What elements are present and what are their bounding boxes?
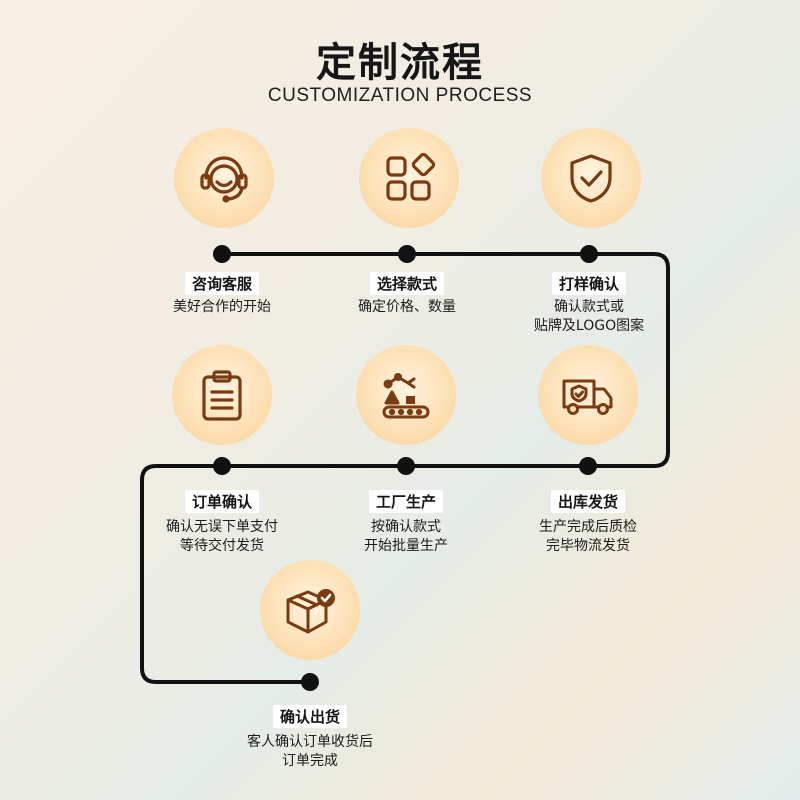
step-title-1: 咨询客服	[184, 272, 260, 295]
step-desc-line: 按确认款式	[371, 519, 441, 535]
step-desc-line: 确认无误下单支付	[166, 519, 278, 535]
step-title-6: 出库发货	[550, 490, 626, 513]
step-title-5: 工厂生产	[368, 490, 444, 513]
step-desc-4: 确认无误下单支付 等待交付发货	[166, 518, 278, 556]
step-desc-6: 生产完成后质检 完毕物流发货	[539, 518, 637, 556]
step-desc-5: 按确认款式 开始批量生产	[364, 518, 448, 556]
step-title-4: 订单确认	[184, 490, 260, 513]
step-dot-6	[579, 457, 597, 475]
headset-icon	[200, 156, 248, 203]
step-dot-1	[213, 245, 231, 263]
step-desc-line: 订单完成	[282, 753, 338, 769]
step-desc-7: 客人确认订单收货后 订单完成	[247, 733, 373, 771]
step-icon-circle-7	[260, 560, 360, 660]
step-dot-5	[397, 457, 415, 475]
step-dot-4	[213, 457, 231, 475]
step-desc-2: 确定价格、数量	[358, 298, 456, 317]
step-desc-line: 确定价格、数量	[358, 299, 456, 315]
step-desc-3: 确认款式或 贴牌及LOGO图案	[534, 298, 644, 336]
step-desc-line: 贴牌及LOGO图案	[533, 318, 645, 334]
step-desc-line: 开始批量生产	[364, 538, 448, 554]
page-subtitle: CUSTOMIZATION PROCESS	[267, 85, 533, 106]
step-icon-circle-4	[172, 345, 272, 445]
step-desc-line: 客人确认订单收货后	[247, 734, 373, 750]
factory-conveyor-icon	[382, 373, 430, 419]
step-icon-circle-2	[359, 128, 459, 228]
step-icon-circle-3	[541, 128, 641, 228]
delivery-truck-icon	[562, 379, 613, 415]
step-title-7: 确认出货	[272, 705, 348, 728]
package-check-icon	[286, 589, 335, 634]
step-dot-2	[398, 245, 416, 263]
clipboard-icon	[202, 370, 242, 421]
step-dot-7	[301, 673, 319, 691]
page-title: 定制流程	[316, 40, 484, 86]
step-desc-line: 完毕物流发货	[546, 538, 630, 554]
step-desc-line: 等待交付发货	[180, 538, 264, 554]
step-icon-circle-5	[356, 345, 456, 445]
step-desc-line: 美好合作的开始	[173, 299, 271, 315]
shield-check-icon	[570, 154, 612, 203]
step-title-2: 选择款式	[369, 272, 445, 295]
step-dot-3	[580, 245, 598, 263]
step-title-3: 打样确认	[551, 272, 627, 295]
step-icon-circle-6	[538, 345, 638, 445]
step-desc-1: 美好合作的开始	[173, 298, 271, 317]
apps-grid-icon	[386, 152, 436, 201]
step-desc-line: 确认款式或	[553, 299, 624, 315]
step-desc-line: 生产完成后质检	[539, 519, 637, 535]
step-icon-circle-1	[174, 128, 274, 228]
